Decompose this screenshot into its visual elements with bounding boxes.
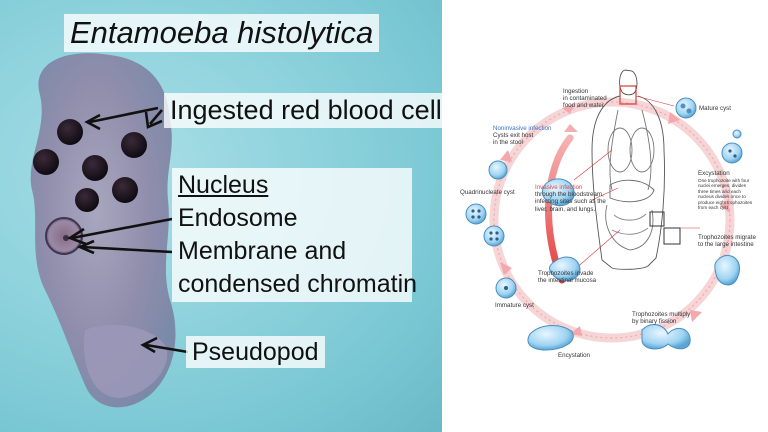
red-blood-cell <box>57 119 83 145</box>
trophozoites-multiply-line1: Trophozoites multiply <box>632 311 691 318</box>
highlight-mouth <box>619 85 637 105</box>
excystation-detail-6: from each cyst <box>698 205 728 211</box>
label-membrane-line2: condensed chromatin <box>178 270 418 298</box>
text-excystation: Excystation <box>698 170 730 177</box>
cycle-ring-inner <box>493 101 731 339</box>
noninvasive-line2: in the stool <box>493 139 523 147</box>
arrow-pseudopod <box>145 343 189 354</box>
life-cycle-diagram <box>465 69 743 351</box>
red-blood-cell <box>82 155 108 181</box>
text-quadrinucleate: Quadrinucleate cyst <box>460 189 515 196</box>
trophozoites-invade-line1: Trophozoites invade <box>538 270 594 277</box>
text-ingestion: Ingestion in contaminated food and water <box>563 88 607 110</box>
invasive-line1: through the bloodstream, <box>535 191 604 199</box>
trophozoite-fission <box>641 324 691 350</box>
stool-cyst <box>488 160 508 180</box>
excystation-detail-1: One trophozoite with four <box>698 178 750 183</box>
excystation-detail-5: produce eight trophozoites <box>698 199 753 205</box>
mature-cyst <box>675 97 697 119</box>
arrow-rbc-1 <box>89 106 159 124</box>
invasive-title: Invasive infection <box>535 184 583 191</box>
highlight-colon <box>663 227 681 245</box>
excystation-detail-3: three times and each <box>698 188 741 194</box>
label-pseudopod: Pseudopod <box>186 336 325 368</box>
text-immature-cyst: Immature cyst <box>495 302 534 309</box>
text-trophozoites-multiply: Trophozoites multiply by binary fission <box>632 311 690 325</box>
label-nucleus: Nucleus <box>178 171 269 199</box>
quadrinucleate-cyst-1 <box>465 203 487 225</box>
micrograph-title: Entamoeba histolytica <box>64 14 380 52</box>
excystation-cyst <box>721 142 743 164</box>
red-blood-cell <box>112 177 138 203</box>
cycle-arrowheads <box>500 104 730 336</box>
life-cycle-panel: Ingestion in contaminated food and water… <box>442 0 768 432</box>
ingestion-line3: food and water <box>563 102 604 110</box>
excystation-detail-2: nuclei emerges, divides <box>698 183 747 189</box>
trophozoites-multiply-line2: by binary fission <box>632 318 677 326</box>
trophozoites-invade-line2: the intestinal mucosa <box>538 277 597 285</box>
arrow-endosome <box>71 217 173 240</box>
noninvasive-title: Noninvasive infection <box>493 125 552 132</box>
invasive-line3: liver, brain, and lungs. <box>535 205 596 213</box>
invasive-arrowhead <box>564 124 578 132</box>
cyst-nuclei <box>471 149 737 290</box>
endosome <box>63 235 69 241</box>
trophozoites-migrate-line1: Trophozoites migrate <box>698 234 756 241</box>
cycle-organisms <box>465 97 743 351</box>
label-nucleus-group <box>172 168 412 302</box>
text-encystation: Encystation <box>558 352 590 359</box>
label-endosome: Endosome <box>178 204 298 232</box>
human-body-outline <box>591 69 665 270</box>
text-trophozoites-invade: Trophozoites invade the intestinal mucos… <box>538 270 596 284</box>
invasive-trophozoite <box>541 178 575 206</box>
red-blood-cell <box>121 132 147 158</box>
micrograph-panel: Entamoeba histolytica Ingested red blood… <box>0 0 442 432</box>
excystation-detail-4: nucleus divides once to <box>698 194 746 200</box>
annotation-arrows <box>67 106 189 354</box>
quadrinucleate-cyst-2 <box>483 225 505 247</box>
red-blood-cell <box>33 149 59 175</box>
highlight-intestine <box>649 211 665 227</box>
pointer-lines <box>573 95 700 271</box>
noninvasive-line1: Cysts exit host <box>493 132 534 140</box>
red-blood-cell <box>75 188 99 212</box>
arrow-rbc-2 <box>149 109 163 125</box>
ingestion-line2: in contaminated <box>563 95 607 103</box>
text-noninvasive: Noninvasive infection Cysts exit host in… <box>493 125 551 147</box>
label-membrane-line1: Membrane and <box>178 237 347 265</box>
text-excystation-detail: One trophozoite with four nuclei emerges… <box>698 178 752 210</box>
text-mature-cyst: Mature cyst <box>699 105 731 112</box>
amoeba-illustration <box>30 53 189 408</box>
arrow-membrane <box>81 245 173 254</box>
trophozoites-migrate-line2: to the large intestine <box>698 241 754 249</box>
encystation-organism <box>527 325 574 351</box>
invasive-line2: infecting sites such as the <box>535 198 606 206</box>
text-invasive: Invasive infection through the bloodstre… <box>535 184 606 213</box>
label-ingested-rbc: Ingested red blood cells <box>164 93 442 128</box>
text-trophozoites-migrate: Trophozoites migrate to the large intest… <box>698 234 756 248</box>
intestinal-trophozoite <box>549 256 581 282</box>
trophozoite-migrate <box>714 254 740 286</box>
ingestion-line1: Ingestion <box>563 88 589 95</box>
